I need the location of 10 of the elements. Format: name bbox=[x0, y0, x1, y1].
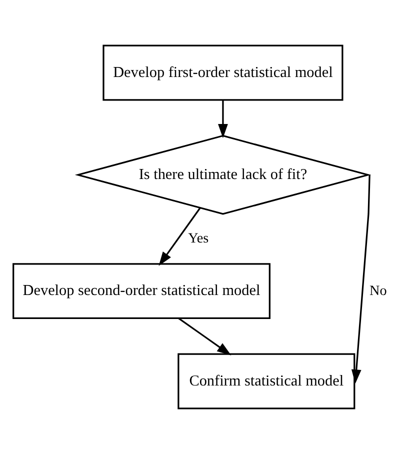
arrow bbox=[218, 100, 228, 138]
arrow bbox=[158, 207, 200, 266]
edge-label: No bbox=[369, 282, 386, 298]
edge-label: Yes bbox=[188, 230, 208, 246]
arrow bbox=[350, 174, 370, 384]
node-box: Develop first-order statistical model bbox=[102, 44, 343, 100]
node-diamond: Is there ultimate lack of fit? bbox=[74, 134, 371, 214]
arrow bbox=[178, 317, 231, 355]
node-box: Confirm statistical model bbox=[177, 352, 355, 409]
node-box: Develop second-order statistical model bbox=[12, 262, 270, 319]
